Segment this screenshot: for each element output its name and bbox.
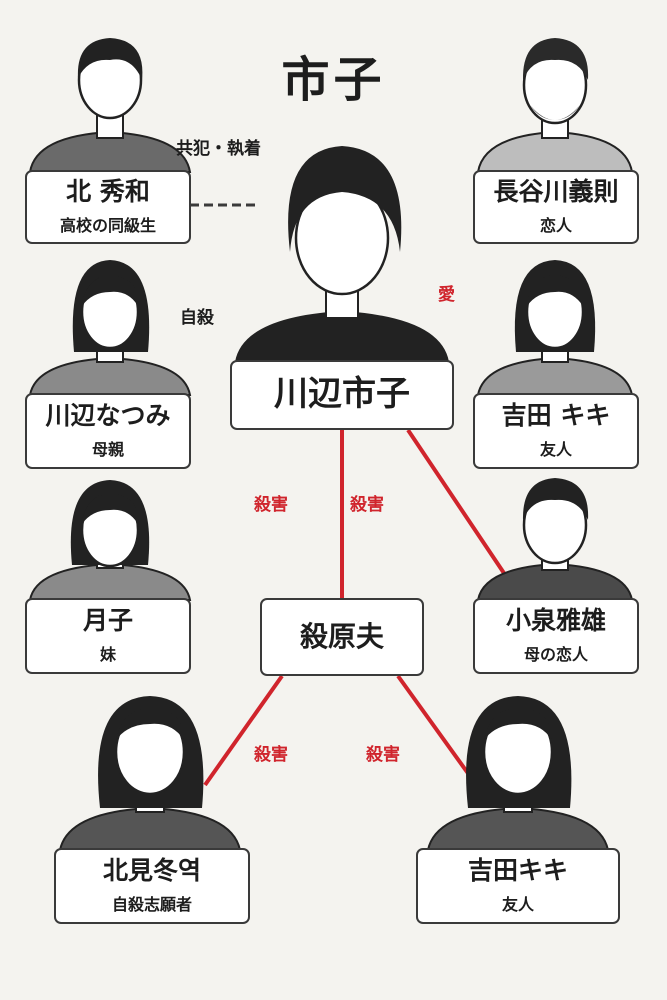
relation-label-kill-1: 殺害: [254, 495, 288, 515]
portrait-yoshida-bottom-icon: [426, 696, 610, 851]
person-role: 友人: [501, 895, 534, 915]
portrait-kitami-icon: [58, 696, 242, 851]
person-name: 川辺なつみ: [45, 400, 171, 430]
person-name: 小泉雅雄: [505, 605, 606, 635]
person-card-tsukiko[interactable]: 月子 妹: [25, 598, 191, 674]
relation-label-suicide: 自殺: [180, 308, 214, 328]
relation-label-love: 愛: [438, 285, 455, 305]
relation-label-accomplice: 共犯・執着: [176, 139, 261, 159]
person-name: 長谷川義則: [493, 176, 619, 206]
relation-label-kill-4: 殺害: [366, 745, 400, 765]
person-card-kitami[interactable]: 北見冬역 自殺志願者: [54, 848, 250, 924]
kill-connector-kitami: [203, 674, 284, 787]
person-role: 母親: [91, 440, 124, 460]
person-name: 吉田キキ: [467, 855, 568, 885]
person-role: 恋人: [539, 216, 572, 236]
portrait-kita-hidekazu-icon: [28, 38, 192, 173]
portrait-koizumi-icon: [476, 478, 634, 601]
person-card-hasegawa[interactable]: 長谷川義則 恋人: [473, 170, 639, 244]
portrait-hasegawa-icon: [476, 38, 634, 173]
person-card-kita-hidekazu[interactable]: 北 秀和 高校の同級生: [25, 170, 191, 244]
portrait-kawabe-natsumi-icon: [28, 260, 192, 396]
person-card-kawabe-ichiko[interactable]: 川辺市子: [230, 360, 454, 430]
person-card-yoshida-bottom[interactable]: 吉田キキ 友人: [416, 848, 620, 924]
person-role: 自殺志願者: [111, 895, 192, 915]
person-name: 北 秀和: [66, 176, 150, 206]
person-card-center[interactable]: 殺原夫: [260, 598, 424, 676]
person-role: 高校の同級生: [59, 216, 156, 236]
person-name: 川辺市子: [274, 374, 410, 415]
portrait-tsukiko-icon: [28, 480, 192, 601]
person-card-koizumi[interactable]: 小泉雅雄 母の恋人: [473, 598, 639, 674]
portrait-kawabe-ichiko-icon: [234, 146, 450, 363]
person-role: 友人: [539, 440, 572, 460]
person-name: 月子: [82, 605, 133, 635]
person-role: 妹: [99, 645, 116, 665]
relation-label-kill-3: 殺害: [254, 745, 288, 765]
person-card-yoshida-top[interactable]: 吉田 キキ 友人: [473, 393, 639, 469]
person-name: 吉田 キキ: [501, 400, 611, 430]
person-name: 北見冬역: [102, 855, 201, 885]
person-role: 母の恋人: [523, 645, 588, 665]
person-card-kawabe-natsumi[interactable]: 川辺なつみ 母親: [25, 393, 191, 469]
portrait-yoshida-top-icon: [476, 260, 634, 396]
relation-label-kill-2: 殺害: [350, 495, 384, 515]
person-name: 殺原夫: [299, 619, 384, 653]
diagram-title: 市子: [281, 52, 386, 108]
kill-connector-koizumi: [406, 428, 522, 599]
